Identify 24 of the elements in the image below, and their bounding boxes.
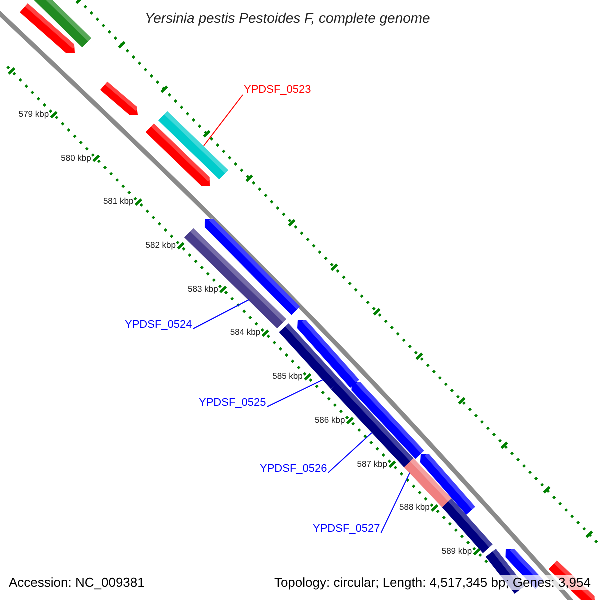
tick-label: 587 kbp: [357, 460, 388, 468]
gene-label: YPDSF_0523: [244, 85, 312, 96]
leader-line: [380, 472, 410, 534]
leader-line: [192, 300, 250, 330]
gene-feature: [158, 111, 229, 180]
gene-label: YPDSF_0527: [313, 524, 380, 535]
leader-line: [266, 380, 324, 408]
tick-label: 581 kbp: [103, 197, 134, 206]
tick-label: 582 kbp: [146, 241, 176, 250]
tick-label: 580 kbp: [61, 154, 92, 162]
tick-label: 589 kbp: [442, 546, 472, 556]
leader-line: [328, 432, 372, 474]
tick-label: 588 kbp: [400, 503, 430, 512]
map-title: Yersinia pestis Pestoides F, complete genome: [145, 11, 430, 25]
tick-label: 584 kbp: [230, 328, 261, 337]
tick-label: 579 kbp: [18, 110, 50, 118]
gene-feature: [331, 380, 414, 468]
tick-label: 585 kbp: [272, 372, 303, 381]
tick-label: 583 kbp: [188, 284, 218, 294]
tick-label: 586 kbp: [314, 416, 346, 424]
gene-label: YPDSF_0525: [199, 398, 266, 409]
leader-line: [204, 94, 244, 146]
gene-label: YPDSF_0526: [260, 464, 328, 475]
gene-label: YPDSF_0524: [125, 320, 192, 331]
